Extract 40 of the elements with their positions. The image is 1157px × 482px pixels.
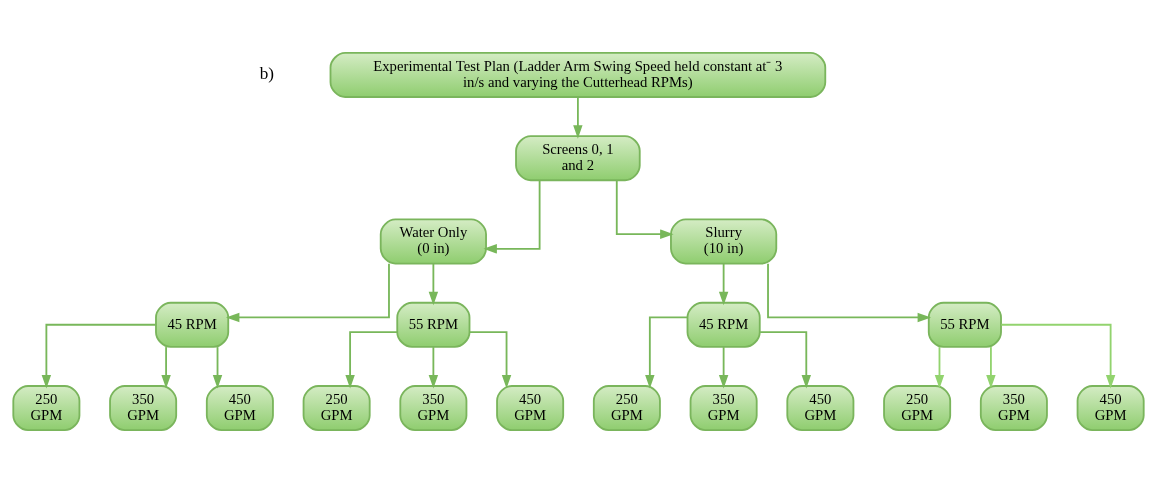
node-box: 350 GPM bbox=[109, 384, 178, 431]
arrow bbox=[468, 330, 512, 388]
arrow bbox=[212, 345, 223, 388]
arrow bbox=[934, 345, 945, 388]
arrow bbox=[615, 179, 674, 239]
arrow bbox=[225, 262, 390, 322]
node-box: Water Only (0 in) bbox=[379, 218, 487, 264]
node-box: Experimental Test Plan (Ladder Arm Swing Speed held constant at⁻ 3 in/s and varying the Cutterhead RPMs) bbox=[329, 51, 827, 98]
node-box: 250 GPM bbox=[302, 384, 371, 431]
arrow bbox=[645, 316, 689, 388]
node-box: 45 RPM bbox=[155, 301, 230, 348]
arrow bbox=[41, 323, 157, 389]
node-box: Slurry (10 in) bbox=[670, 218, 778, 264]
node-box: 250 GPM bbox=[592, 384, 661, 431]
node-box: 55 RPM bbox=[396, 301, 471, 348]
label: b) bbox=[259, 63, 274, 83]
node-box: 450 GPM bbox=[1076, 384, 1145, 431]
node-box: 350 GPM bbox=[979, 384, 1048, 431]
arrow bbox=[161, 345, 171, 388]
arrow bbox=[759, 330, 811, 388]
node-box: 45 RPM bbox=[686, 301, 761, 348]
arrow bbox=[483, 179, 541, 254]
node-box: 450 GPM bbox=[205, 384, 274, 431]
node-box: 450 GPM bbox=[786, 384, 855, 431]
arrow bbox=[767, 262, 932, 322]
node-box: 350 GPM bbox=[399, 384, 468, 431]
arrow bbox=[428, 262, 439, 305]
node-box: 450 GPM bbox=[496, 384, 565, 431]
arrow bbox=[986, 345, 996, 388]
node-box: 250 GPM bbox=[883, 384, 952, 431]
arrow bbox=[718, 262, 729, 305]
node-box: Screens 0, 1 and 2 bbox=[515, 134, 641, 181]
node-box: 350 GPM bbox=[689, 384, 758, 431]
arrow bbox=[718, 345, 729, 388]
arrow bbox=[345, 330, 398, 388]
arrow bbox=[428, 345, 439, 388]
node-box: 55 RPM bbox=[927, 301, 1002, 348]
arrow bbox=[1000, 323, 1116, 389]
node-box: 250 GPM bbox=[12, 384, 81, 431]
arrow bbox=[573, 95, 583, 139]
